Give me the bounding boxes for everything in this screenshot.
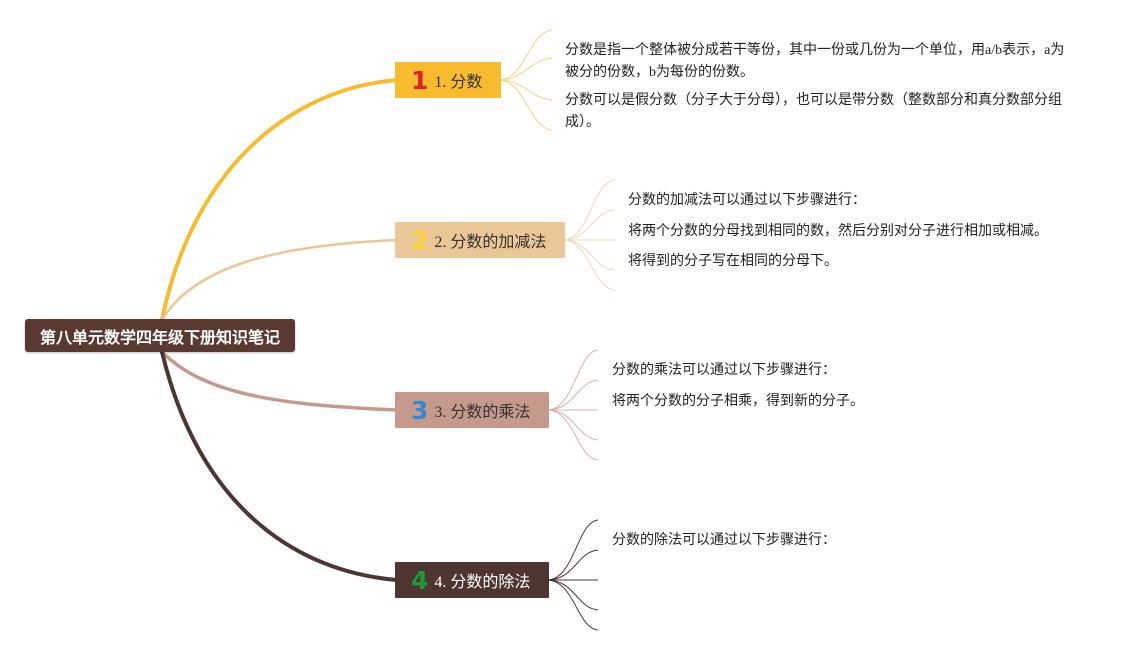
topic-label: 2. 分数的加减法: [434, 234, 547, 251]
branch-line-1: [160, 78, 399, 322]
topic-label: 3. 分数的乘法: [434, 404, 531, 421]
topic-fraction-addition-subtraction[interactable]: 2 2. 分数的加减法: [395, 222, 565, 258]
note-addsub-step-write-result[interactable]: 将得到的分子写在相同的分母下。: [628, 254, 838, 269]
topic-label: 1. 分数: [434, 74, 483, 91]
topic-fraction-division[interactable]: 4 4. 分数的除法: [395, 562, 549, 598]
topic-fraction-multiplication[interactable]: 3 3. 分数的乘法: [395, 392, 549, 428]
note-improper-mixed-fraction[interactable]: 分数可以是假分数（分子大于分母），也可以是带分数（整数部分和真分数部分组成）。: [565, 93, 1062, 130]
note-fan-4: [547, 519, 599, 631]
note-multiplication-intro[interactable]: 分数的乘法可以通过以下步骤进行：: [612, 363, 836, 378]
note-fan-3: [547, 349, 599, 461]
topic-label: 4. 分数的除法: [434, 574, 531, 591]
note-addsub-step-common-denominator[interactable]: 将两个分数的分母找到相同的数，然后分别对分子进行相加或相减。: [628, 224, 1048, 239]
number-one-badge-icon: 1: [411, 65, 429, 95]
note-fraction-definition[interactable]: 分数是指一个整体被分成若干等份，其中一份或几份为一个单位，用a/b表示，a为被分…: [565, 43, 1065, 80]
branch-line-3: [160, 350, 399, 412]
note-fan-1: [499, 29, 553, 131]
note-division-intro[interactable]: 分数的除法可以通过以下步骤进行：: [612, 533, 836, 548]
root-topic[interactable]: 第八单元数学四年级下册知识笔记: [25, 319, 295, 352]
note-addsub-intro[interactable]: 分数的加减法可以通过以下步骤进行：: [628, 193, 866, 208]
branch-line-2: [160, 238, 399, 322]
number-three-badge-icon: 3: [411, 395, 429, 425]
branch-line-4: [160, 350, 399, 582]
note-fan-2: [563, 179, 616, 291]
number-four-badge-icon: 4: [411, 565, 429, 595]
note-multiplication-step[interactable]: 将两个分数的分子相乘，得到新的分子。: [612, 394, 864, 409]
number-two-badge-icon: 2: [411, 225, 429, 255]
topic-fractions[interactable]: 1 1. 分数: [395, 62, 501, 98]
